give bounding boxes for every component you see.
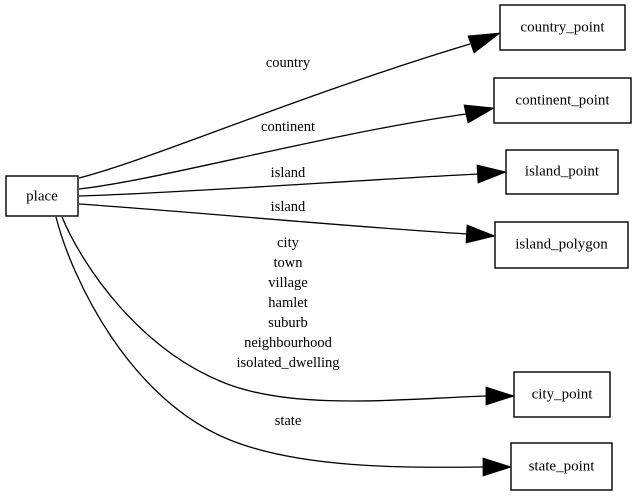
edge-label-city-line-6: isolated_dwelling — [236, 355, 339, 371]
edge-label-city-line-5: neighbourhood — [244, 335, 333, 351]
edge-place-country_point[interactable] — [78, 32, 502, 179]
edge-place-continent_point[interactable] — [78, 104, 496, 190]
node-island_point-box — [505, 149, 619, 195]
edge-path-state — [55, 216, 484, 468]
node-country_point-box — [499, 4, 626, 51]
edge-label-city-line-1: town — [274, 255, 304, 271]
edge-label-island-polygon: island — [271, 199, 306, 215]
node-island_point-label: island_point — [525, 163, 600, 179]
arrow-head-island-polygon — [465, 224, 497, 244]
edge-path-island-polygon — [78, 203, 468, 235]
node-place[interactable]: place — [5, 175, 79, 217]
arrow-head-island-point — [476, 164, 508, 184]
edge-label-country: country — [266, 55, 311, 71]
edge-place-island_polygon[interactable] — [78, 203, 497, 244]
node-place-label: place — [26, 188, 58, 204]
node-country_point-label: country_point — [520, 19, 605, 35]
edge-label-city-line-3: hamlet — [268, 295, 307, 311]
edge-label-city-multiline: city town village hamlet suburb neighbou… — [236, 235, 339, 371]
edge-path-continent — [78, 113, 467, 190]
node-country_point[interactable]: country_point — [499, 4, 626, 51]
edge-label-city-line-2: village — [268, 275, 307, 291]
node-place-box — [5, 175, 79, 217]
edge-path-country — [78, 43, 471, 179]
edge-place-state_point[interactable] — [55, 216, 513, 477]
edge-place-city_point[interactable] — [61, 216, 516, 406]
edge-path-city — [61, 216, 487, 402]
edge-path-island-point — [78, 173, 479, 197]
node-island_polygon[interactable]: island_polygon — [494, 221, 629, 269]
edge-label-island-point: island — [271, 165, 306, 181]
node-state_point-box — [510, 442, 613, 491]
edge-label-state: state — [275, 413, 302, 429]
node-continent_point-label: continent_point — [515, 92, 610, 108]
arrow-head-continent — [463, 104, 496, 124]
node-state_point-label: state_point — [529, 458, 596, 474]
edge-label-continent: continent — [261, 119, 315, 135]
node-continent_point[interactable]: continent_point — [493, 77, 632, 124]
node-island_point[interactable]: island_point — [505, 149, 619, 195]
node-city_point[interactable]: city_point — [513, 371, 611, 418]
arrow-head-country — [467, 32, 502, 54]
node-continent_point-box — [493, 77, 632, 124]
node-island_polygon-label: island_polygon — [515, 236, 608, 252]
edge-place-island_point[interactable] — [78, 164, 508, 197]
arrow-head-state — [482, 457, 513, 477]
arrow-head-city — [485, 386, 516, 406]
node-island_polygon-box — [494, 221, 629, 269]
edge-label-city-line-0: city — [277, 235, 299, 251]
edge-label-city-line-4: suburb — [268, 315, 307, 331]
node-city_point-label: city_point — [532, 386, 594, 402]
node-city_point-box — [513, 371, 611, 418]
node-state_point[interactable]: state_point — [510, 442, 613, 491]
